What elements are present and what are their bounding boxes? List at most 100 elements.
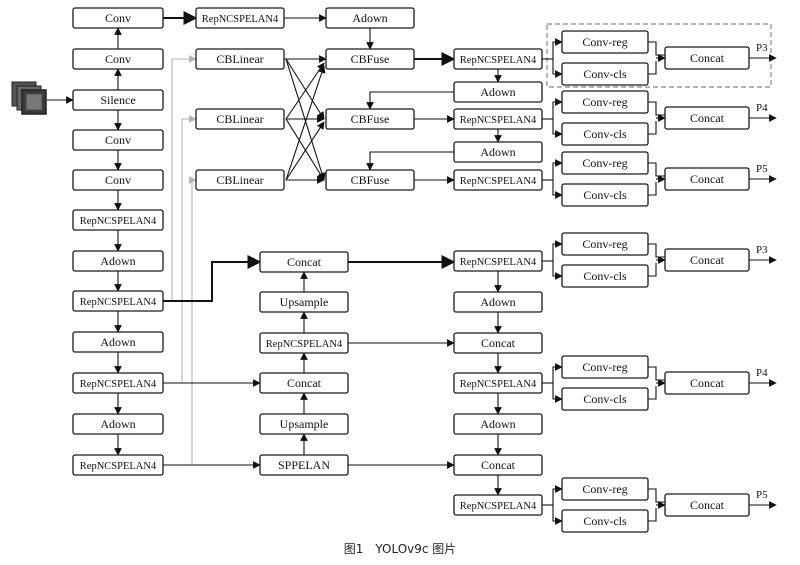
- d5-reg-box: [561, 355, 649, 379]
- edge-16: [163, 115, 197, 384]
- n-concat2-box: [259, 372, 349, 394]
- edge-80: [552, 363, 563, 383]
- edge-59: [552, 98, 563, 119]
- d4-cat-box: [664, 248, 750, 272]
- edge-88: [552, 505, 563, 525]
- h-rep3-label: RepNCSPELAN4: [460, 176, 537, 187]
- cbl1-box: [195, 48, 285, 70]
- m-concat2-box: [453, 454, 543, 476]
- d6-reg-block: Conv-reg: [561, 477, 649, 501]
- b-conv4-label: Conv: [105, 173, 131, 187]
- cbf3-block: CBFuse: [325, 169, 415, 191]
- b-adown2-block: Adown: [72, 331, 164, 353]
- edge-24: [285, 62, 325, 120]
- a-rep-block: RepNCSPELAN4: [195, 7, 285, 29]
- m-rep3-block: RepNCSPELAN4: [453, 494, 543, 516]
- b-rep4-label: RepNCSPELAN4: [80, 461, 157, 472]
- cbl1-label: CBLinear: [216, 52, 263, 66]
- b-conv1-block: Conv: [72, 7, 164, 29]
- d4-output-label: P3: [756, 244, 768, 256]
- b-conv2-box: [72, 48, 164, 70]
- cbf1-block: CBFuse: [325, 48, 415, 70]
- d4-reg-block: Conv-reg: [561, 232, 649, 256]
- d3-cat-box: [664, 167, 750, 191]
- b-conv3-label: Conv: [105, 133, 131, 147]
- d2-cat-label: Concat: [690, 111, 725, 125]
- d1-cls-label: Conv-cls: [583, 67, 627, 81]
- b-conv3-block: Conv: [72, 129, 164, 151]
- n-up1-block: Upsample: [259, 291, 349, 313]
- b-adown3-block: Adown: [72, 413, 164, 435]
- n-up1-box: [259, 291, 349, 313]
- edge-25: [285, 65, 326, 181]
- edge-34: [163, 255, 262, 302]
- d6-cat-box: [664, 493, 750, 517]
- b-adown3-box: [72, 413, 164, 435]
- b-rep3-block: RepNCSPELAN4: [72, 372, 164, 394]
- d4-reg-label: Conv-reg: [582, 237, 627, 251]
- cbf2-label: CBFuse: [351, 112, 390, 126]
- cbl3-box: [195, 169, 285, 191]
- d6-reg-box: [561, 477, 649, 501]
- b-conv3-box: [72, 129, 164, 151]
- d6-output-label: P5: [756, 489, 768, 501]
- m-rep3-label: RepNCSPELAN4: [460, 501, 537, 512]
- d3-cat-block: Concat: [664, 167, 750, 191]
- n-sppelan-label: SPPELAN: [278, 458, 330, 472]
- edges-layer: [47, 11, 777, 525]
- d1-cat-label: Concat: [690, 51, 725, 65]
- h-rep1-box: [453, 48, 543, 70]
- cbf1-label: CBFuse: [351, 52, 390, 66]
- d1-cat-block: Concat: [664, 46, 750, 70]
- edge-90: [648, 508, 657, 522]
- b-rep4-block: RepNCSPELAN4: [72, 454, 164, 476]
- b-adown1-box: [72, 250, 164, 272]
- d6-cls-block: Conv-cls: [561, 509, 649, 533]
- edge-60: [552, 119, 563, 138]
- cbl2-box: [195, 108, 285, 130]
- edge-82: [648, 366, 665, 381]
- d5-cat-label: Concat: [690, 376, 725, 390]
- edge-74: [552, 261, 563, 280]
- edge-73: [552, 240, 563, 261]
- d4-cls-block: Conv-cls: [561, 264, 649, 288]
- b-conv1-box: [72, 7, 164, 29]
- b-rep2-label: RepNCSPELAN4: [80, 297, 157, 308]
- m-concat1-box: [453, 332, 543, 354]
- d5-cat-block: Concat: [664, 371, 750, 395]
- d5-reg-block: Conv-reg: [561, 355, 649, 379]
- a-adown-label: Adown: [352, 11, 387, 25]
- d2-reg-box: [561, 90, 649, 114]
- n-rep-label: RepNCSPELAN4: [266, 339, 343, 350]
- b-adown2-box: [72, 331, 164, 353]
- edge-76: [648, 263, 657, 277]
- cbf1-box: [325, 48, 415, 70]
- cbf3-label: CBFuse: [351, 173, 390, 187]
- m-concat1-block: Concat: [453, 332, 543, 354]
- a-adown-block: Adown: [325, 7, 415, 29]
- b-rep1-block: RepNCSPELAN4: [72, 209, 164, 231]
- d5-cls-label: Conv-cls: [583, 392, 627, 406]
- d1-cls-block: Conv-cls: [561, 62, 649, 86]
- d3-output-label: P5: [756, 163, 768, 175]
- d5-output-label: P4: [756, 367, 768, 379]
- d1-output-label: P3: [756, 42, 768, 54]
- h-rep2-label: RepNCSPELAN4: [460, 115, 537, 126]
- m-rep3-box: [453, 494, 543, 516]
- edge-62: [648, 121, 657, 135]
- a-rep-box: [195, 7, 285, 29]
- d3-cat-label: Concat: [690, 172, 725, 186]
- m-adown2-block: Adown: [453, 413, 543, 435]
- cbf2-block: CBFuse: [325, 108, 415, 130]
- m-concat2-label: Concat: [481, 458, 516, 472]
- n-concat1-box: [259, 251, 349, 273]
- h-rep1-block: RepNCSPELAN4: [453, 48, 543, 70]
- d3-reg-box: [561, 151, 649, 175]
- figure-caption: 图1 YOLOv9c 图片: [344, 542, 457, 556]
- d3-reg-label: Conv-reg: [582, 156, 627, 170]
- n-rep-block: RepNCSPELAN4: [259, 332, 349, 354]
- d1-cls-box: [561, 62, 649, 86]
- m-rep2-box: [453, 372, 543, 394]
- b-rep1-box: [72, 209, 164, 231]
